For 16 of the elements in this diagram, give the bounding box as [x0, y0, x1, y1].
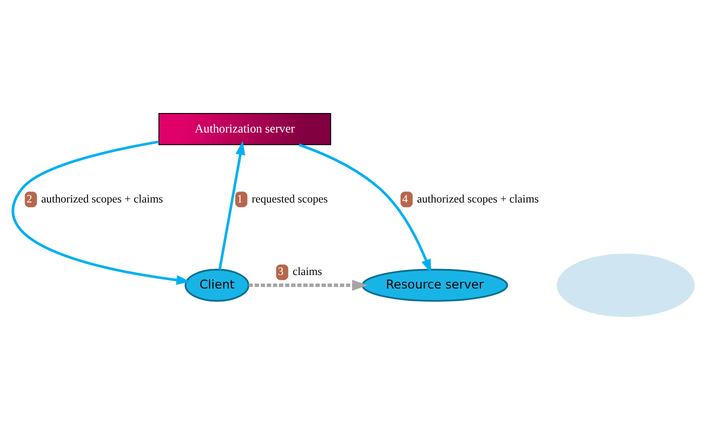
- edge-label: requested scopes: [252, 193, 328, 206]
- label: 3: [278, 266, 284, 278]
- label: 2: [26, 193, 32, 206]
- arrow: [298, 144, 432, 274]
- node-ellipse: Resource server: [362, 268, 508, 302]
- edge-label: claims: [292, 266, 322, 278]
- label: 4: [402, 193, 408, 206]
- label: 1: [236, 193, 243, 206]
- arrow: [248, 280, 368, 291]
- edge-label: authorized scopes + claims: [41, 193, 164, 206]
- edge-label: authorized scopes + claims: [417, 193, 539, 206]
- node-ellipse: Client: [184, 268, 250, 302]
- arrow: [12, 140, 190, 285]
- node-box: Authorization server: [158, 113, 332, 146]
- arrow: [218, 140, 246, 270]
- node-cloud: [556, 254, 695, 317]
